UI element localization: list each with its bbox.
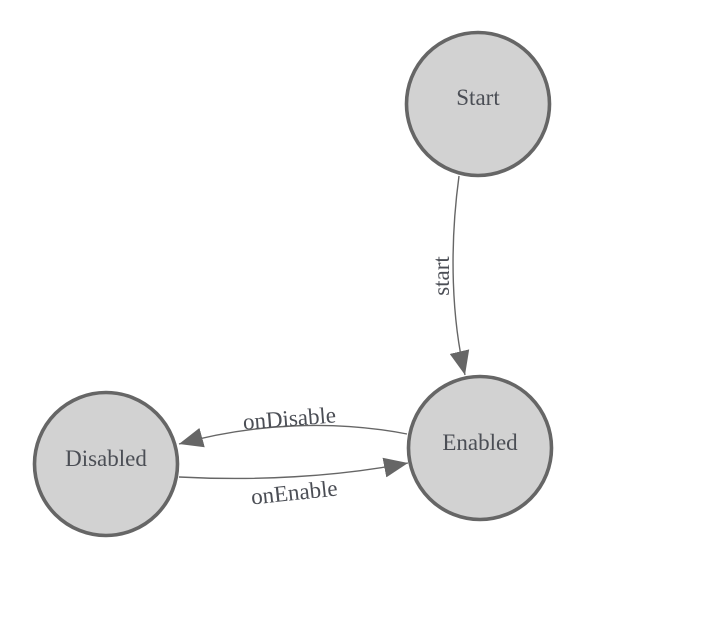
edge-line-start-to-enabled[interactable] (449, 175, 470, 376)
state-node-disabled[interactable]: Disabled (32, 390, 180, 538)
state-node-start[interactable]: Start (404, 30, 552, 178)
edge-start-to-enabled[interactable]: start (429, 175, 470, 376)
state-label-disabled: Disabled (65, 446, 147, 471)
edge-enabled-to-disabled[interactable]: onDisable (178, 402, 408, 448)
edge-label-ondisable: onDisable (242, 402, 337, 434)
state-label-enabled: Enabled (442, 430, 518, 455)
edge-line-enabled-to-disabled[interactable] (178, 424, 408, 448)
state-circle-disabled[interactable] (32, 390, 180, 538)
state-circle-enabled[interactable] (406, 374, 554, 522)
edge-line-disabled-to-enabled[interactable] (178, 457, 409, 480)
edge-label-start: start (429, 256, 454, 296)
edge-label-onenable: onEnable (250, 476, 339, 510)
state-label-start: Start (456, 85, 500, 110)
state-node-enabled[interactable]: Enabled (406, 374, 554, 522)
edge-disabled-to-enabled[interactable]: onEnable (178, 457, 409, 510)
state-circle-start[interactable] (404, 30, 552, 178)
